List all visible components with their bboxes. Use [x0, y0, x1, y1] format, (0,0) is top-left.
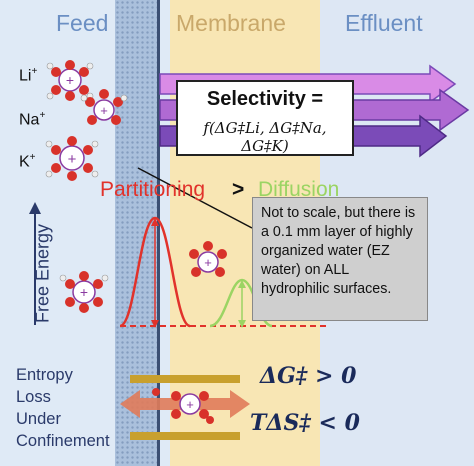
selectivity-formula: f(ΔG‡Li, ΔG‡Na, ΔG‡K) [203, 119, 327, 155]
membrane-surface-line [157, 0, 160, 466]
confinement-wall-bottom [130, 432, 240, 440]
membrane-ion-cluster: + [189, 241, 227, 277]
entropy-line-4: Confinement [16, 432, 110, 450]
k-ion-cluster: + [45, 136, 99, 181]
ez-water-layer [115, 0, 157, 466]
na-ion-label: Na+ [19, 110, 46, 129]
li-ion-label: Li+ [19, 66, 38, 85]
svg-text:+: + [66, 72, 74, 88]
entropy-loss-label: Entropy Loss Under Confinement [16, 364, 110, 452]
comparator-symbol: > [232, 178, 245, 201]
ez-water-note: Not to scale, but there is a 0.1 mm laye… [252, 197, 428, 321]
effluent-header: Effluent [345, 10, 423, 36]
li-ion-cluster: + [46, 60, 94, 101]
partitioning-label: Partitioning [100, 178, 206, 201]
entropy-line-1: Entropy [16, 366, 73, 384]
free-energy-axis-label: Free Energy [32, 223, 53, 324]
svg-text:+: + [80, 284, 88, 300]
feed-header: Feed [56, 10, 109, 36]
feed-energy-ion-cluster: + [59, 271, 109, 313]
free-energy-axis-arrowhead [29, 202, 41, 214]
entropy-equation: TΔS‡ < 0 [250, 410, 360, 436]
diffusion-label: Diffusion [258, 178, 340, 201]
na-ion-cluster: + [80, 89, 128, 125]
entropy-line-2: Loss [16, 388, 51, 406]
confinement-wall-top [130, 375, 240, 383]
confined-ion-cluster: + [152, 388, 214, 424]
selectivity-title: Selectivity = [206, 88, 324, 110]
svg-text:+: + [204, 255, 212, 270]
entropy-line-3: Under [16, 410, 61, 428]
selectivity-box: Selectivity = f(ΔG‡Li, ΔG‡Na, ΔG‡K) [176, 80, 354, 156]
callout-pointer [137, 167, 253, 229]
membrane-header: Membrane [176, 10, 286, 36]
gibbs-equation: ΔG‡ > 0 [260, 363, 357, 389]
svg-text:+: + [100, 103, 108, 118]
svg-text:+: + [186, 397, 194, 412]
k-ion-label: K+ [19, 152, 36, 171]
svg-text:+: + [68, 151, 77, 168]
